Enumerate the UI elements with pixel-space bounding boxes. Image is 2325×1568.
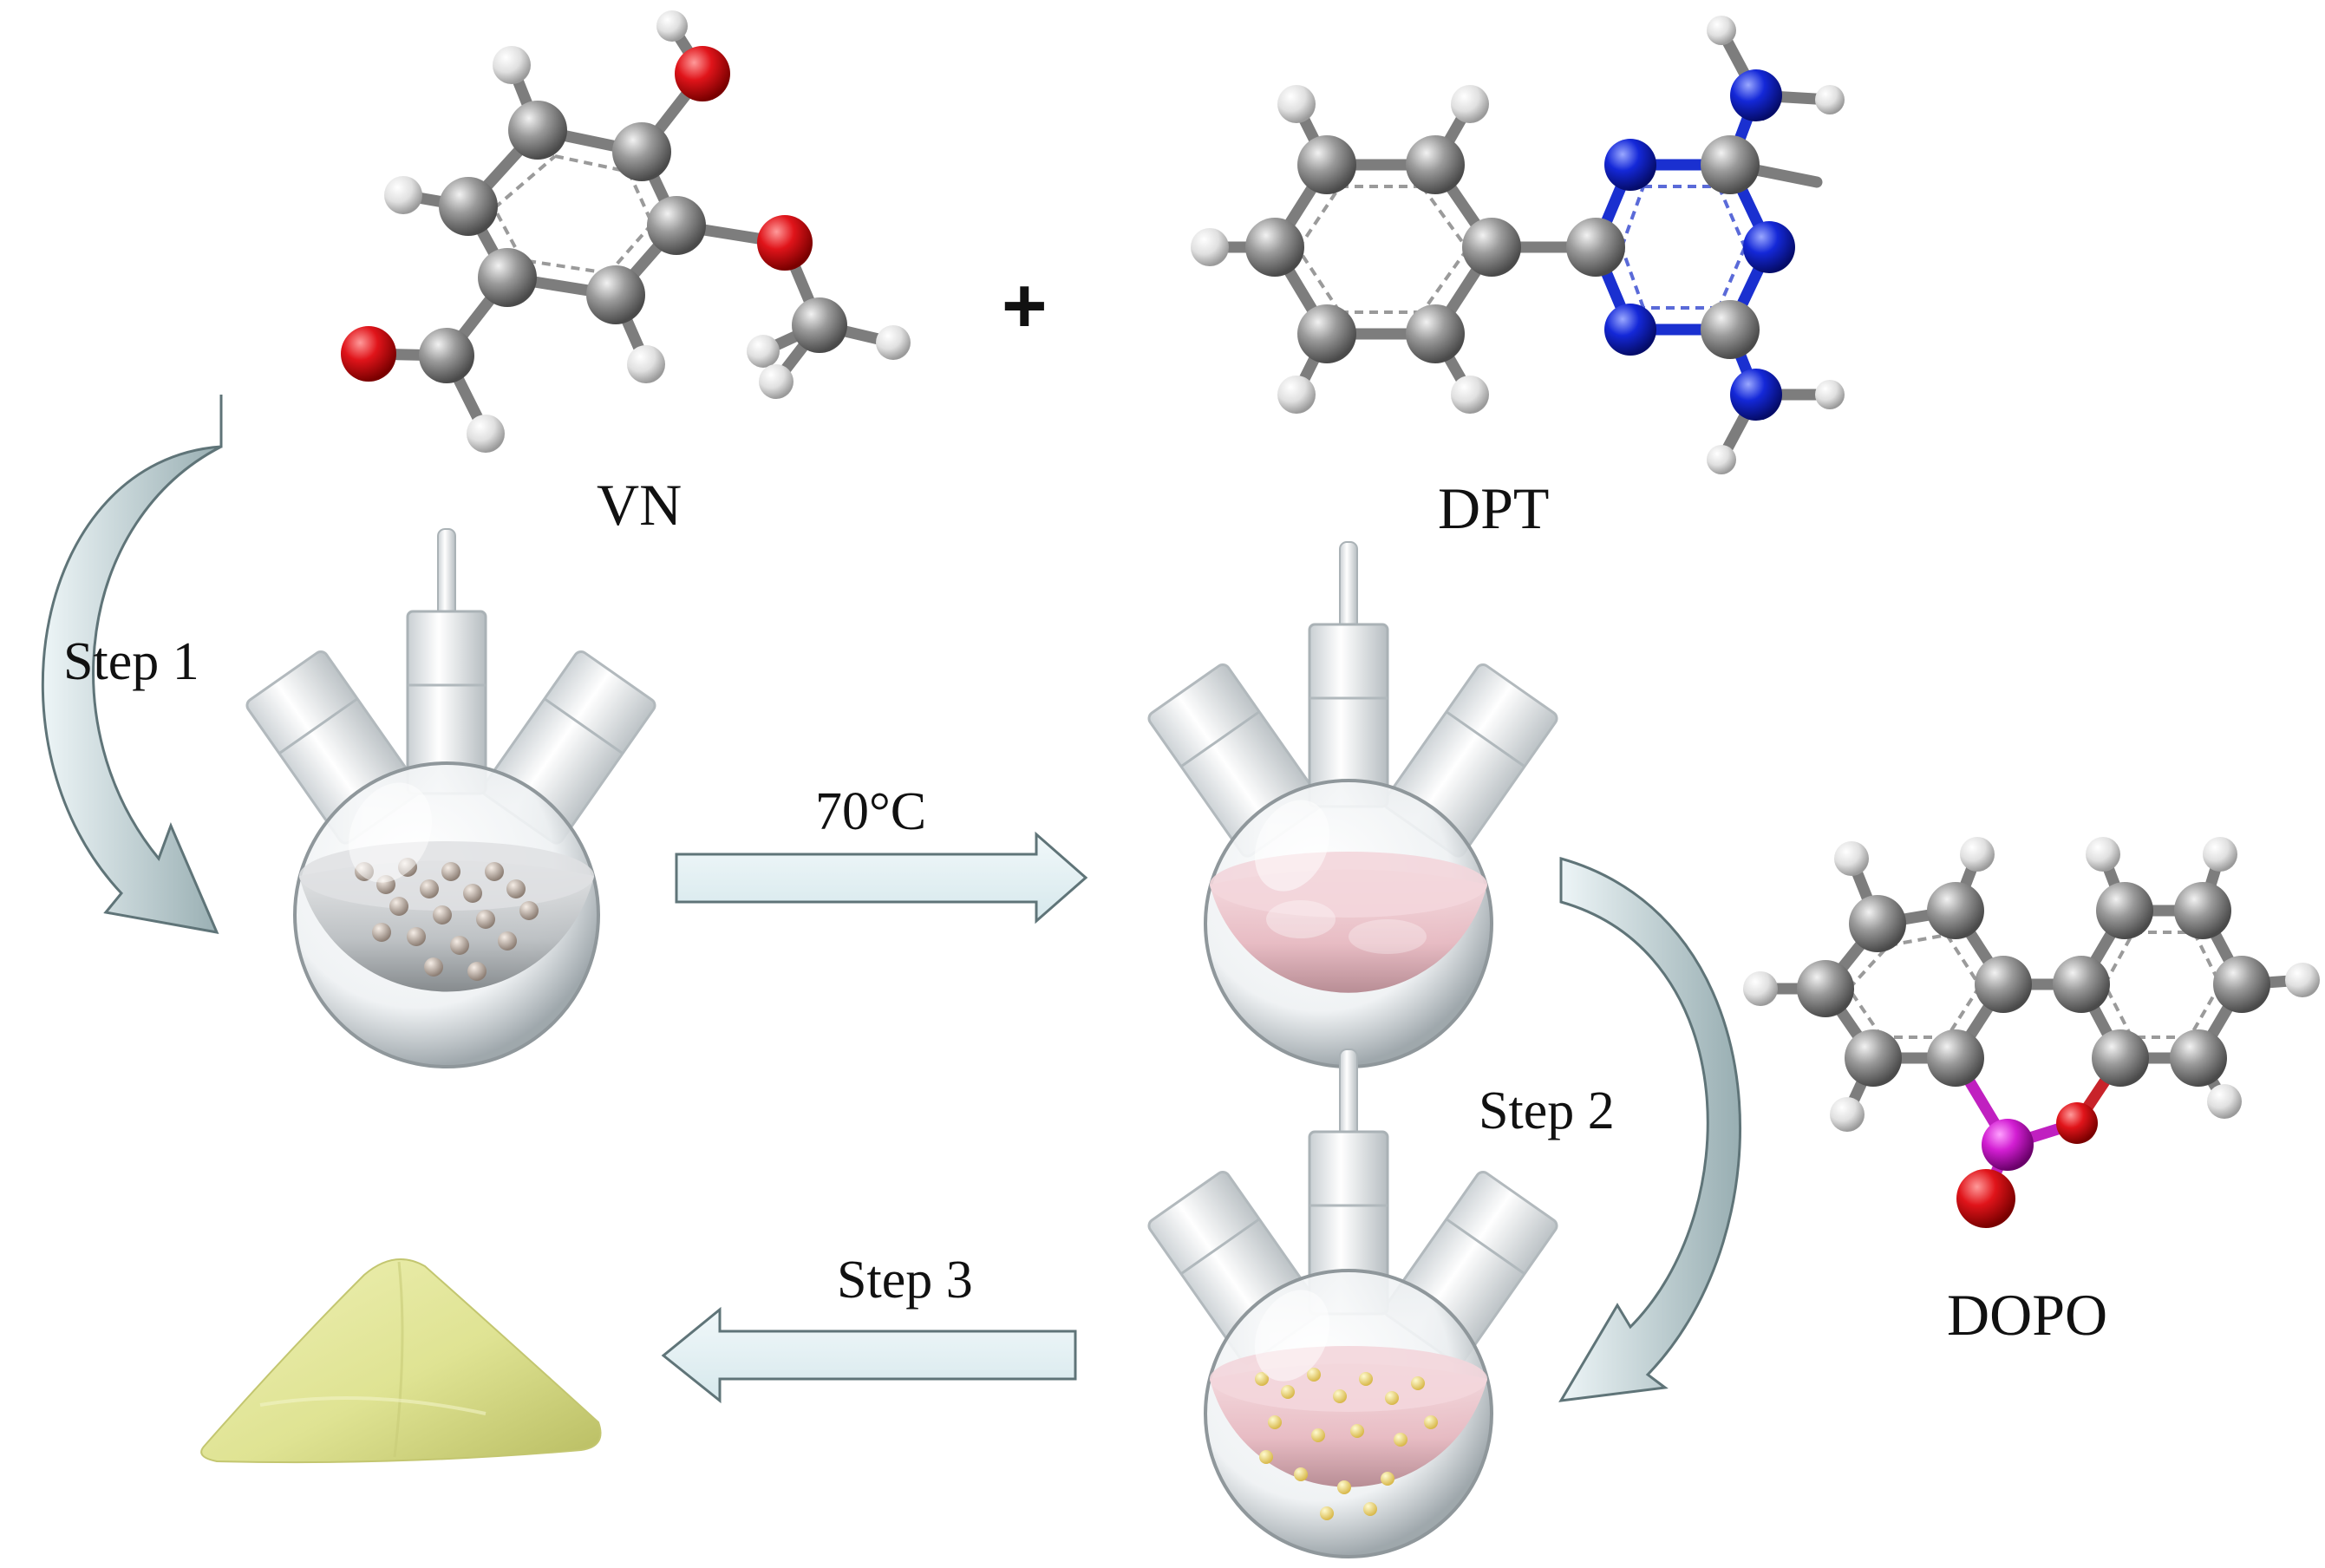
plus-sign: + xyxy=(1002,263,1048,350)
flask-2 xyxy=(1147,541,1558,1068)
flask-1 xyxy=(245,528,656,1068)
step3-arrow xyxy=(661,1306,1077,1404)
heating-arrow xyxy=(675,831,1088,924)
step2-label: Step 2 xyxy=(1479,1081,1615,1140)
step3-label: Step 3 xyxy=(837,1251,973,1310)
vn-label: VN xyxy=(597,472,682,538)
dopo-molecule xyxy=(1743,837,2320,1228)
vn-molecule xyxy=(341,10,911,453)
flask-3 xyxy=(1147,1049,1558,1558)
step2-curved-arrow xyxy=(1558,857,1742,1402)
temperature-label: 70°C xyxy=(815,782,927,841)
dpt-label: DPT xyxy=(1438,475,1550,541)
step1-label: Step 1 xyxy=(63,632,199,691)
dopo-label: DOPO xyxy=(1947,1282,2108,1348)
product-powder xyxy=(200,1258,602,1464)
dpt-molecule xyxy=(1191,16,1845,474)
step1-curved-arrow xyxy=(41,395,223,934)
